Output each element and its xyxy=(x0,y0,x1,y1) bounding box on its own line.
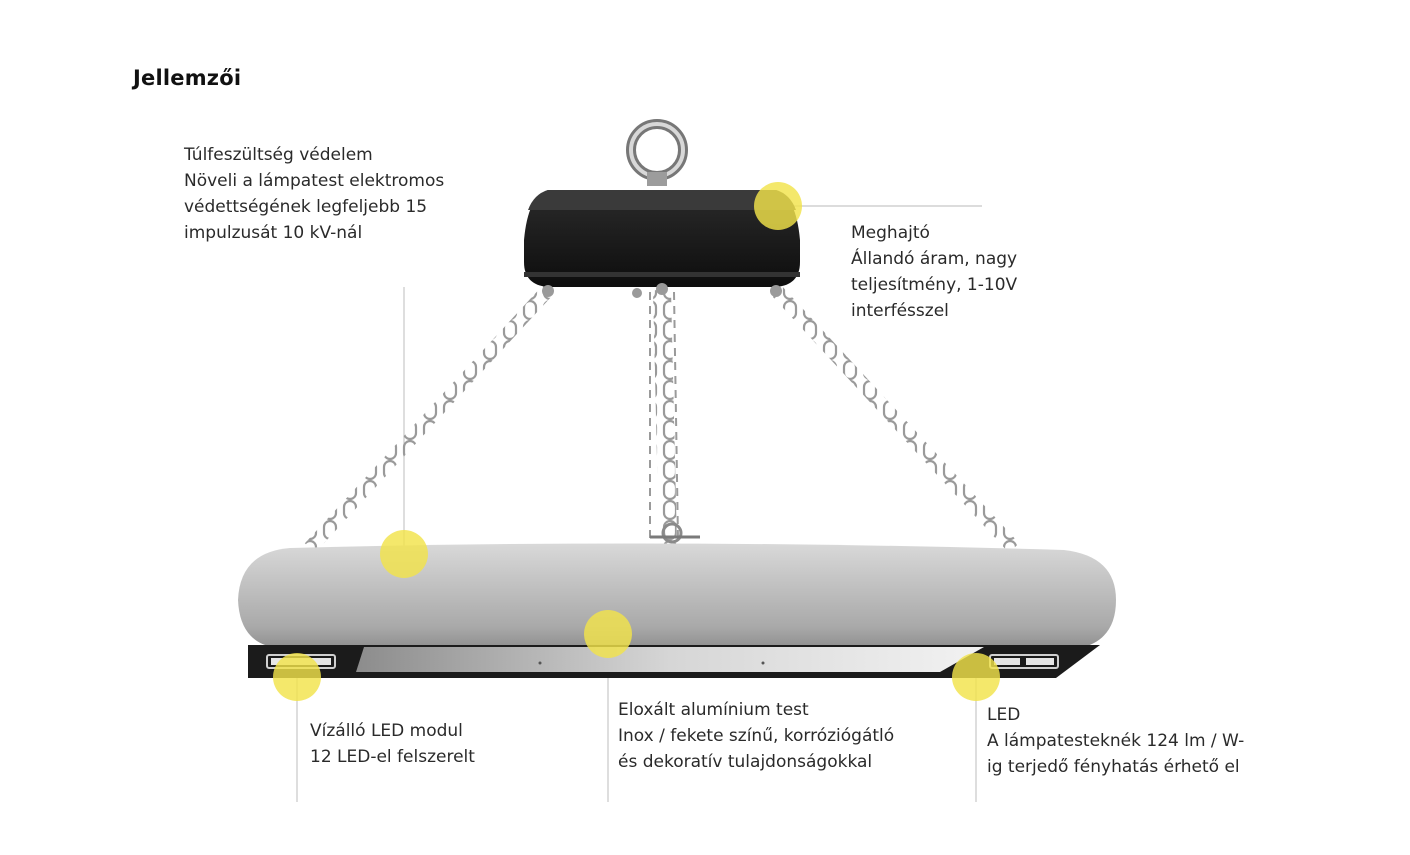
callout-driver-heading: Meghajtó xyxy=(851,223,930,243)
callout-housing-heading: Eloxált alumínium test xyxy=(618,700,809,720)
callout-driver-text: Állandó áram, nagy xyxy=(851,249,1018,269)
shackle xyxy=(661,522,683,544)
callout-led: LED A lámpatesteknék 124 lm / W- ig terj… xyxy=(987,702,1244,780)
marker-housing xyxy=(584,610,632,658)
callout-markers xyxy=(273,182,1000,701)
marker-module xyxy=(273,653,321,701)
callout-overvoltage-text: impulzusát 10 kV-nál xyxy=(184,223,363,243)
callout-overvoltage-text: védettségének legfeljebb 15 xyxy=(184,197,428,217)
marker-led xyxy=(952,653,1000,701)
callout-housing-text: és dekoratív tulajdonságokkal xyxy=(618,752,873,772)
eye-bolt-icon xyxy=(626,119,688,186)
callout-housing: Eloxált alumínium test Inox / fekete szí… xyxy=(618,697,894,775)
callout-overvoltage-heading: Túlfeszültség védelem xyxy=(184,145,373,165)
callout-led-module: Vízálló LED modul 12 LED-el felszerelt xyxy=(310,718,475,770)
driver-housing xyxy=(524,190,800,298)
chain-center xyxy=(653,289,677,546)
page-title: Jellemzői xyxy=(133,66,242,90)
callout-led-text: ig terjedő fényhatás érhető el xyxy=(987,757,1240,777)
callout-led-module-heading: Vízálló LED modul xyxy=(310,721,463,741)
callout-driver-text: interfésszel xyxy=(851,301,949,321)
callout-led-module-text: 12 LED-el felszerelt xyxy=(310,747,475,767)
chains xyxy=(304,285,1020,553)
chain-right xyxy=(770,285,1020,553)
callout-housing-text: Inox / fekete színű, korróziógátló xyxy=(618,726,895,746)
aluminium-housing xyxy=(238,543,1116,678)
callout-driver: Meghajtó Állandó áram, nagy teljesítmény… xyxy=(851,220,1017,324)
callout-led-text: A lámpatesteknék 124 lm / W- xyxy=(987,731,1245,751)
callout-overvoltage-text: Növeli a lámpatest elektromos xyxy=(184,171,445,191)
diffuser-panel xyxy=(356,647,984,672)
marker-driver xyxy=(754,182,802,230)
callout-driver-text: teljesítmény, 1-10V xyxy=(851,275,1018,295)
callout-led-heading: LED xyxy=(987,705,1021,725)
chain-left xyxy=(304,285,554,553)
callout-overvoltage: Túlfeszültség védelem Növeli a lámpatest… xyxy=(184,142,444,246)
marker-overvoltage xyxy=(380,530,428,578)
